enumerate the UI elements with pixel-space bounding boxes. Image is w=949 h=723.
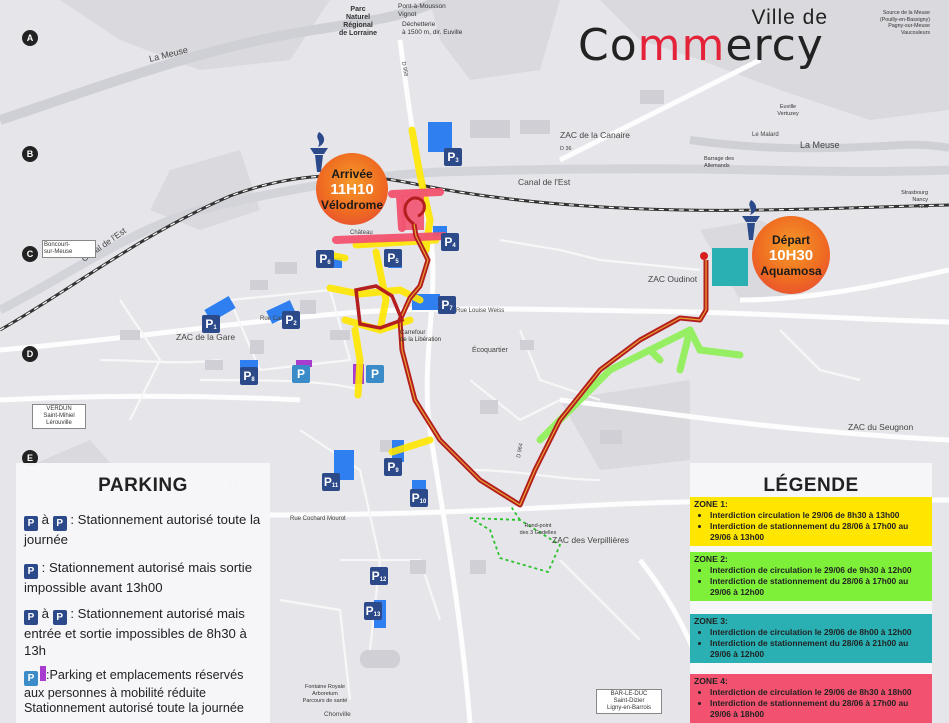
legend-zone-4: ZONE 4: Interdiction de circulation le 2… <box>690 674 932 723</box>
legend-title: LÉGENDE <box>763 475 859 496</box>
parking-entry-3: P à P : Stationnement autorisé mais entr… <box>24 606 247 658</box>
parking-pin-5[interactable]: P5 <box>384 249 402 267</box>
grid-letter-e: E <box>22 450 38 466</box>
label-le-malard: Le Malard <box>752 132 779 138</box>
label-fontaine: Fontaine Royale Arboretum Parcours de sa… <box>302 684 348 704</box>
parking-panel: PARKING P à P : Stationnement autorisé t… <box>16 463 270 723</box>
legend-panel: LÉGENDE ZONE 1: Interdiction circulation… <box>690 463 932 723</box>
river-meuse-east <box>689 136 949 153</box>
grid-letter-d: D <box>22 346 38 362</box>
label-bar-le-duc: BAR-LE-DUC Saint-Dizier Ligny-en-Barrois <box>596 689 662 714</box>
flame-torch-icon <box>310 132 328 172</box>
label-d36: D 36 <box>560 146 572 152</box>
handicap-swatch <box>40 666 46 681</box>
parking-pin-3[interactable]: P3 <box>444 148 462 166</box>
legend-zone-1: ZONE 1: Interdiction circulation le 29/0… <box>690 497 932 546</box>
label-zac-canaire: ZAC de la Canaire <box>560 130 630 140</box>
label-boncourt: Boncourt- sur-Meuse <box>42 240 96 258</box>
label-strasbourg: Strasbourg Nancy Toul <box>901 190 928 210</box>
grid-letter-a: A <box>22 30 38 46</box>
label-verdun: VERDUN Saint-Mihiel Lérouville <box>32 404 86 429</box>
parking-pin-13[interactable]: P13 <box>364 602 382 620</box>
parking-entry-2: P : Stationnement autorisé mais sortie i… <box>24 560 253 595</box>
label-decheterie: Déchetterie à 1500 m, dir. Euville <box>402 21 463 36</box>
label-euville: Euville Vertuzey <box>777 104 799 117</box>
logo-wordmark: Commercy <box>578 20 824 71</box>
start-point <box>700 252 708 260</box>
parking-pin-10[interactable]: P10 <box>410 489 428 507</box>
label-parc: Parc Naturel Régional de Lorraine <box>338 6 378 37</box>
parking-entry-1: P à P : Stationnement autorisé toute la … <box>24 512 261 547</box>
label-d958: D 958 <box>400 61 408 77</box>
parking-icon: P <box>24 564 38 579</box>
label-zac-seugnon: ZAC du Seugnon <box>848 422 913 432</box>
parking-icon: P <box>52 610 67 625</box>
parking-pin-12[interactable]: P12 <box>370 567 388 585</box>
label-chateau: Château <box>350 230 373 236</box>
label-d964: D 964 <box>516 443 524 459</box>
label-zac-gare: ZAC de la Gare <box>176 332 235 342</box>
parking-pin-8[interactable]: P8 <box>240 367 258 385</box>
grid-letter-b: B <box>22 146 38 162</box>
flame-torch-icon <box>742 200 760 240</box>
parking-pin-1[interactable]: P1 <box>202 315 220 333</box>
label-canal-est: Canal de l'Est <box>518 177 571 187</box>
parking-pin-2[interactable]: P2 <box>282 311 300 329</box>
arrival-marker[interactable]: Arrivée 11H10 Vélodrome <box>316 153 388 225</box>
zone-2-rond-point <box>469 504 562 574</box>
label-rond-point: Rond-point des 3 Godelles <box>519 523 557 536</box>
start-time: 10H30 <box>768 246 814 264</box>
label-meuse-east: La Meuse <box>800 140 840 150</box>
label-pont-a-mousson: Pont-à-Mousson Vignot <box>398 3 446 18</box>
logo-ville-de: Ville de <box>751 6 828 29</box>
label-rue-weiss: Rue Louise Weiss <box>456 308 504 314</box>
handicap-mark-2 <box>353 364 358 384</box>
parking-pin-9[interactable]: P9 <box>384 458 402 476</box>
arrival-place: Vélodrome <box>320 197 383 212</box>
parking-pin-6[interactable]: P6 <box>316 250 334 268</box>
parking-entry-4: P:Parking et emplacements réservés aux p… <box>24 666 244 715</box>
commercy-logo: Ville de Commercy <box>578 6 828 71</box>
parking-handicap-icon: P <box>24 671 38 686</box>
parking-title: PARKING <box>98 475 188 496</box>
parking-pin-7[interactable]: P7 <box>438 296 456 314</box>
arrival-time: 11H10 <box>330 180 374 198</box>
river-meuse <box>0 0 443 125</box>
label-barrage: Barrage des Allemands <box>704 156 734 169</box>
canal-de-l-est <box>0 164 949 315</box>
parking-icon: P <box>24 516 38 531</box>
parking-pin-4[interactable]: P4 <box>441 233 459 251</box>
velodrome-finish <box>403 196 426 226</box>
legend-zone-2: ZONE 2: Interdiction de circulation le 2… <box>690 552 932 601</box>
label-source: Source de la Meuse (Pouilly-en-Bassigny)… <box>879 10 930 36</box>
arrival-label: Arrivée <box>331 166 373 181</box>
start-label: Départ <box>771 232 810 247</box>
label-ecoquartier: Écoquartier <box>472 345 508 354</box>
label-chonville: Chonville <box>324 711 351 718</box>
label-carrefour: Carrefour de la Libération <box>400 330 442 343</box>
label-rue-carnot: Rue Carnot <box>260 316 291 322</box>
label-zac-verpillieres: ZAC des Verpillières <box>552 535 629 545</box>
handicap-mark-1 <box>296 360 312 367</box>
parking-icon: P <box>24 610 38 625</box>
buildings <box>120 90 664 668</box>
parking-icon: P <box>52 516 67 531</box>
grid-letter-c: C <box>22 246 38 262</box>
handicap-parking-pin[interactable]: P <box>366 365 384 383</box>
start-place: Aquamosa <box>760 263 822 278</box>
route-loop <box>354 284 405 330</box>
label-rue-cochard: Rue Cochard Mourot <box>290 516 346 522</box>
handicap-parking-pin[interactable]: P <box>292 365 310 383</box>
parking-pin-11[interactable]: P11 <box>322 473 340 491</box>
legend-zone-3: ZONE 3: Interdiction de circulation le 2… <box>690 614 932 663</box>
label-zac-oudinot: ZAC Oudinot <box>648 274 698 284</box>
zone-4-streets <box>332 188 448 244</box>
start-marker[interactable]: Départ 10H30 Aquamosa <box>752 216 830 294</box>
